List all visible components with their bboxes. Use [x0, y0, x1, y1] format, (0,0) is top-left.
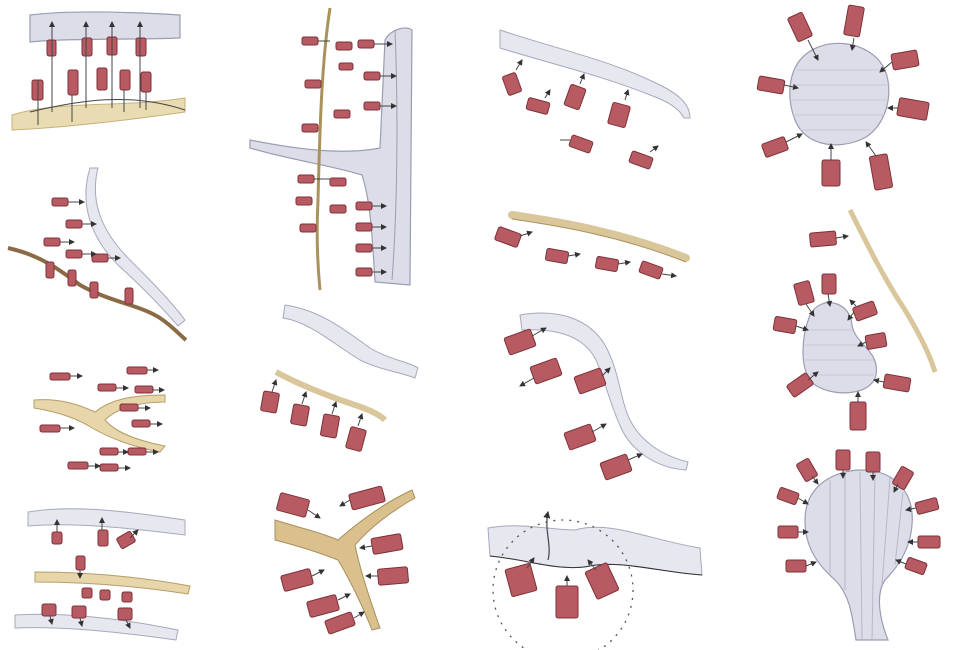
panel-two-boundaries-columns	[12, 12, 185, 130]
panel-curve-and-brown-path	[8, 168, 186, 340]
panel-y-junction	[275, 486, 415, 634]
panel-three-boundaries	[15, 509, 190, 640]
panel-s-curve-boundary	[504, 313, 688, 480]
panel-gray-over-tan	[260, 305, 418, 452]
panel-branching-vessel-path	[250, 8, 412, 290]
panel-wave-dashed-circle	[488, 512, 702, 650]
panel-tan-path-row	[494, 215, 686, 279]
panel-fork-path	[34, 367, 165, 471]
panel-radial-blob	[757, 5, 929, 190]
panel-curved-boundary-angled	[500, 30, 690, 169]
panel-bean-blob-radial	[773, 210, 935, 430]
panel-bulb-radial	[777, 450, 940, 640]
